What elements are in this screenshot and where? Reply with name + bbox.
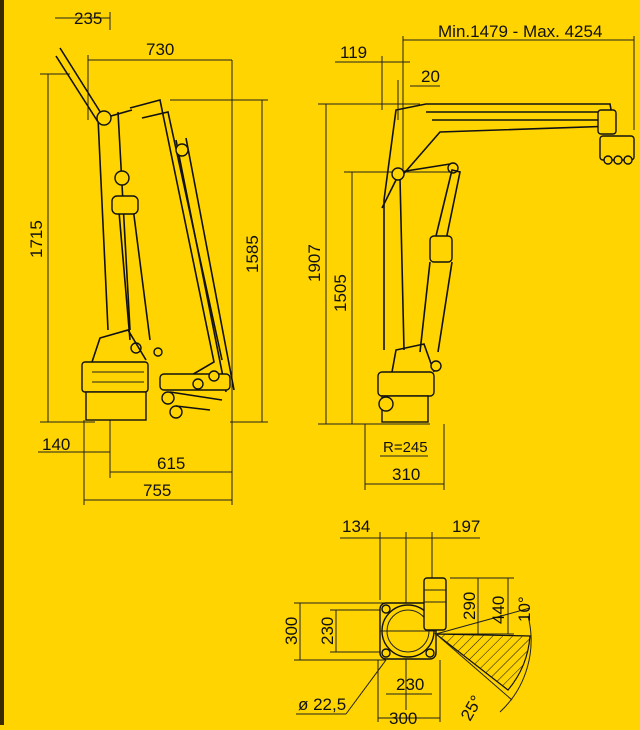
dim-column-height: 1585 bbox=[243, 235, 262, 273]
dim-base-width: 615 bbox=[157, 454, 185, 473]
dim-pivot-height: 1505 bbox=[331, 274, 350, 312]
dim-plan-290: 290 bbox=[460, 592, 479, 620]
dim-radius: R=245 bbox=[383, 439, 428, 456]
dim-bolt-diameter: ø 22,5 bbox=[298, 695, 346, 714]
dim-plan-300-vertical: 300 bbox=[282, 617, 301, 645]
plan-view bbox=[294, 532, 532, 722]
side-view bbox=[38, 12, 268, 505]
dim-base-offset: 140 bbox=[42, 435, 70, 454]
angle-10: 10° bbox=[515, 596, 534, 622]
dim-total-height: 1715 bbox=[27, 220, 46, 258]
dim-plan-440: 440 bbox=[489, 596, 508, 624]
angle-25: 25° bbox=[457, 692, 486, 724]
dim-plan-230-horizontal: 230 bbox=[396, 675, 424, 694]
dim-front-total-height: 1907 bbox=[305, 244, 324, 282]
dim-top-offset: 235 bbox=[74, 9, 102, 28]
dim-offset-20: 20 bbox=[421, 67, 440, 86]
dim-reach: Min.1479 - Max. 4254 bbox=[438, 22, 602, 41]
dim-offset-119: 119 bbox=[340, 43, 367, 62]
front-view bbox=[318, 36, 635, 490]
dim-overall-depth: 755 bbox=[143, 481, 171, 500]
dim-plan-197: 197 bbox=[452, 517, 480, 536]
dim-plan-230-vertical: 230 bbox=[318, 617, 337, 645]
page-edge bbox=[0, 0, 4, 725]
dim-plan-300-horizontal: 300 bbox=[389, 709, 417, 725]
dim-front-base-width: 310 bbox=[392, 465, 420, 484]
dim-boom-length: 730 bbox=[146, 40, 174, 59]
dim-plan-134: 134 bbox=[342, 517, 370, 536]
